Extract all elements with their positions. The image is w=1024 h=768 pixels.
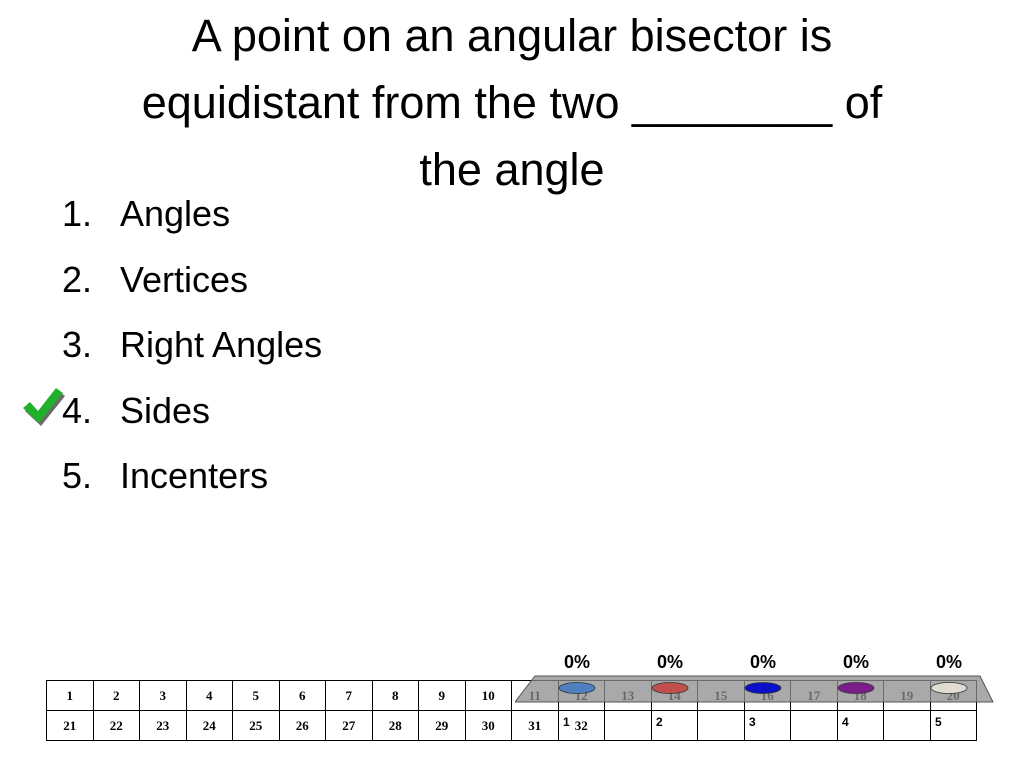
grid-cell: 31 [511,710,559,741]
grid-cell [836,710,884,741]
grid-cell: 7 [325,680,373,711]
option-label: Sides [120,389,211,431]
option-number: 3. [62,324,93,365]
participant-grid: 1234567891011121314151617181920212223242… [46,680,977,741]
grid-cell: 21 [46,710,94,741]
grid-cell: 10 [464,680,512,711]
answer-options-list: 1. Angles 2. Vertices 3. Right Angles 4. Sid… [62,186,322,514]
bar-percent-label: 0% [935,652,962,672]
option-label: Angles [120,193,231,234]
grid-cell: 32 [557,710,605,741]
answer-option-5[interactable]: 5. Incenters [62,448,322,514]
chart-bar-top [744,682,782,694]
grid-cell [883,710,931,741]
option-number: 4. [62,389,93,431]
bar-category-label: 4 [842,715,849,729]
checkmark-shape [23,388,63,423]
bar-percent-label: 0% [563,652,590,672]
grid-cell: 28 [371,710,419,741]
grid-cell: 8 [371,680,419,711]
bar-percent-label: 0% [842,652,869,672]
option-label: Incenters [120,455,269,496]
grid-cell: 25 [232,710,280,741]
grid-cell [929,710,977,741]
grid-cell: 3 [139,680,187,711]
grid-cell [650,710,698,741]
grid-cell [743,710,791,741]
answer-option-1[interactable]: 1. Angles [62,186,322,252]
question-line-3: the angle [419,144,605,195]
grid-cell: 1 [46,680,94,711]
question-text: A point on an angular bisector is equidi… [40,2,984,203]
grid-cell [790,710,838,741]
grid-cell: 30 [464,710,512,741]
bar-category-label: 5 [935,715,942,729]
option-label: Right Angles [120,324,323,365]
answer-option-2[interactable]: 2. Vertices [62,252,322,318]
bar-category-label: 3 [749,715,756,729]
chart-bar-top [651,682,689,694]
chart-bar-top [837,682,875,694]
grid-cell [697,710,745,741]
chart-bar-top [930,682,968,694]
grid-cell: 2 [92,680,140,711]
grid-cell: 9 [418,680,466,711]
bar-category-label: 2 [656,715,663,729]
grid-cell: 4 [185,680,233,711]
chart-bar-top [558,682,596,694]
grid-cell: 6 [278,680,326,711]
answer-option-3[interactable]: 3. Right Angles [62,317,322,383]
grid-cell: 22 [92,710,140,741]
question-line-1: A point on an angular bisector is [191,10,833,61]
results-chart [515,675,994,703]
bar-percent-label: 0% [656,652,683,672]
grid-cell: 29 [418,710,466,741]
option-label: Vertices [120,258,249,300]
checkmark-icon [23,388,65,426]
option-number: 5. [62,455,93,496]
grid-cell [604,710,652,741]
question-line-2: equidistant from the two ________ of [141,77,883,128]
grid-cell: 23 [139,710,187,741]
grid-cell: 5 [232,680,280,711]
grid-cell: 27 [325,710,373,741]
answer-option-4[interactable]: 4. Sides [62,383,322,449]
grid-cell: 24 [185,710,233,741]
bar-percent-label: 0% [749,652,776,672]
grid-cell: 26 [278,710,326,741]
option-number: 2. [62,258,93,300]
bar-category-label: 1 [563,715,570,729]
option-number: 1. [62,193,93,234]
